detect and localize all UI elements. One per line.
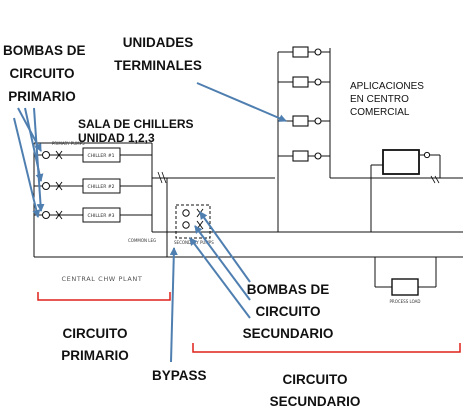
label-line: PRIMARIO [8, 89, 76, 104]
label-line: CIRCUITO [282, 372, 348, 387]
primary-pumps-label: PRIMARY PUMPS [52, 141, 85, 146]
terminal-units [292, 46, 322, 162]
primary-pumps [42, 150, 63, 220]
label-unidades-terminales: UNIDADES TERMINALES [113, 34, 203, 75]
common-leg-label: COMMON LEG [128, 238, 156, 243]
process-load [374, 257, 437, 296]
secondary-pumps [175, 204, 211, 239]
chiller-3-box [82, 207, 121, 223]
secondary-bracket [192, 343, 461, 353]
chiller-2-box [82, 178, 121, 194]
label-line: BOMBAS DE [3, 43, 86, 58]
label-line: TERMINALES [114, 58, 202, 73]
label-bypass: BYPASS [152, 368, 207, 383]
chiller-1-box [82, 147, 121, 163]
label-aplicaciones: APLICACIONES EN CENTRO COMERCIAL [350, 80, 424, 119]
label-line: PRIMARIO [61, 348, 129, 363]
label-circuito-primario: CIRCUITO PRIMARIO [55, 325, 135, 365]
commercial-load [370, 149, 441, 232]
chiller-3-label: CHILLER #3 [88, 213, 115, 219]
label-line: UNIDADES [122, 35, 194, 50]
primary-bracket [37, 292, 171, 301]
label-line: SECUNDARIO [269, 394, 361, 409]
label-line: CIRCUITO [255, 304, 321, 319]
primary-piping [33, 142, 463, 258]
label-line: CIRCUITO [62, 326, 128, 341]
terminal-unit-2 [292, 76, 309, 88]
label-line: APLICACIONES [350, 81, 424, 92]
label-line: SALA DE CHILLERS [78, 117, 194, 131]
label-line: BOMBAS DE [246, 282, 330, 297]
process-load-label: PROCESS LOAD [390, 299, 421, 304]
central-plant-label: CENTRAL CHW PLANT [62, 275, 143, 283]
label-line: EN CENTRO [350, 94, 409, 105]
label-bombas-circuito-primario: BOMBAS DE CIRCUITO PRIMARIO [3, 42, 86, 106]
label-bombas-circuito-secundario: BOMBAS DE CIRCUITO SECUNDARIO [239, 281, 337, 343]
terminal-risers [277, 48, 463, 233]
label-line: UNIDAD 1,2,3 [78, 131, 155, 145]
label-line: COMERCIAL [350, 107, 410, 118]
label-circuito-secundario: CIRCUITO SECUNDARIO [267, 371, 363, 411]
terminal-unit-3 [292, 115, 309, 127]
chiller-1-label: CHILLER #1 [88, 153, 115, 159]
label-line: CIRCUITO [9, 66, 75, 81]
annotation-arrows [13, 82, 287, 363]
chillers: CHILLER #1 CHILLER #2 CHILLER #3 [82, 147, 121, 223]
label-sala-chillers: SALA DE CHILLERS UNIDAD 1,2,3 [78, 117, 194, 145]
label-line: SECUNDARIO [242, 326, 334, 341]
pipe-breaks [157, 171, 167, 184]
terminal-unit-4 [292, 150, 309, 162]
terminal-unit-1 [292, 46, 309, 58]
chiller-2-label: CHILLER #2 [88, 184, 115, 190]
